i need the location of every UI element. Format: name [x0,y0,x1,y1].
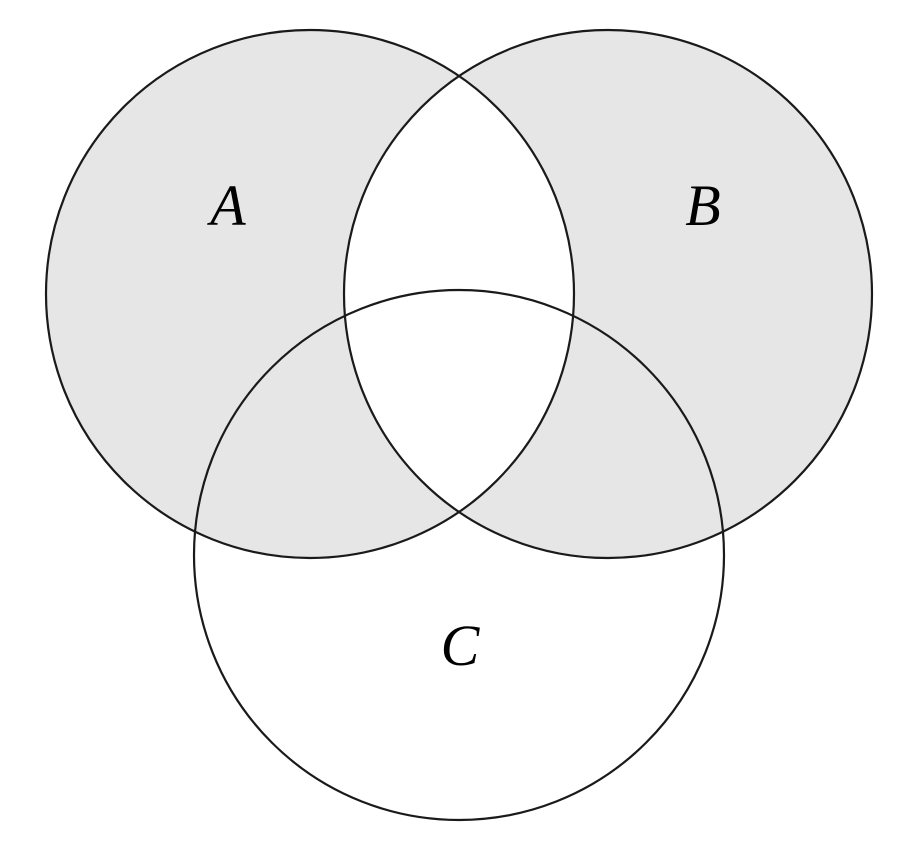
set-label-a: A [206,173,246,238]
set-label-group: A B C [206,173,720,678]
circle-a-outline[interactable] [44,28,576,560]
circle-c-outline[interactable] [192,288,726,822]
set-label-b: B [685,173,720,238]
circle-outline-group [44,28,874,822]
set-label-c: C [441,613,481,678]
circle-b-outline[interactable] [342,28,874,560]
